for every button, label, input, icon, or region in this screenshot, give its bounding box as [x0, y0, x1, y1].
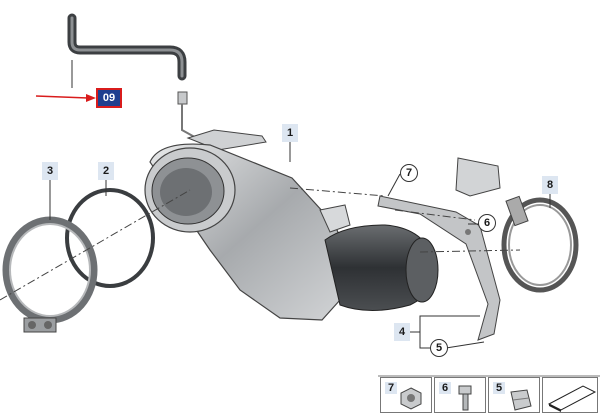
- vacuum-hose: [67, 13, 262, 141]
- hex-nut-icon: [400, 387, 422, 410]
- legend-item-5[interactable]: 5: [488, 377, 540, 413]
- callout-09[interactable]: 09: [96, 88, 122, 108]
- callout-3[interactable]: 3: [42, 162, 58, 180]
- v-band-clamp-8: [501, 195, 579, 293]
- legend-item-7[interactable]: 7: [380, 377, 432, 413]
- clip-bracket-icon: [510, 389, 532, 411]
- legend-item-plate[interactable]: [542, 377, 598, 413]
- catalytic-converter: [144, 143, 351, 321]
- callout-7[interactable]: 7: [400, 164, 418, 182]
- callout-1[interactable]: 1: [282, 124, 298, 142]
- callout-6[interactable]: 6: [478, 214, 496, 232]
- legend-number: 6: [439, 382, 452, 394]
- legend-number: 7: [385, 382, 398, 394]
- leader-lines: [49, 60, 551, 349]
- legend-number: 5: [493, 382, 506, 394]
- highlight-arrow: [35, 94, 96, 102]
- callout-4[interactable]: 4: [394, 323, 410, 341]
- callout-5[interactable]: 5: [430, 339, 448, 357]
- legend-item-6[interactable]: 6: [434, 377, 486, 413]
- sealing-ring-2: [65, 188, 155, 288]
- callout-8[interactable]: 8: [542, 176, 558, 194]
- callout-2[interactable]: 2: [98, 162, 114, 180]
- insulated-pipe: [324, 224, 439, 311]
- support-bracket: [377, 157, 501, 341]
- assembly-center-lines: [0, 187, 521, 301]
- gasket-plate-icon: [547, 385, 597, 412]
- hex-bolt-icon: [458, 385, 472, 411]
